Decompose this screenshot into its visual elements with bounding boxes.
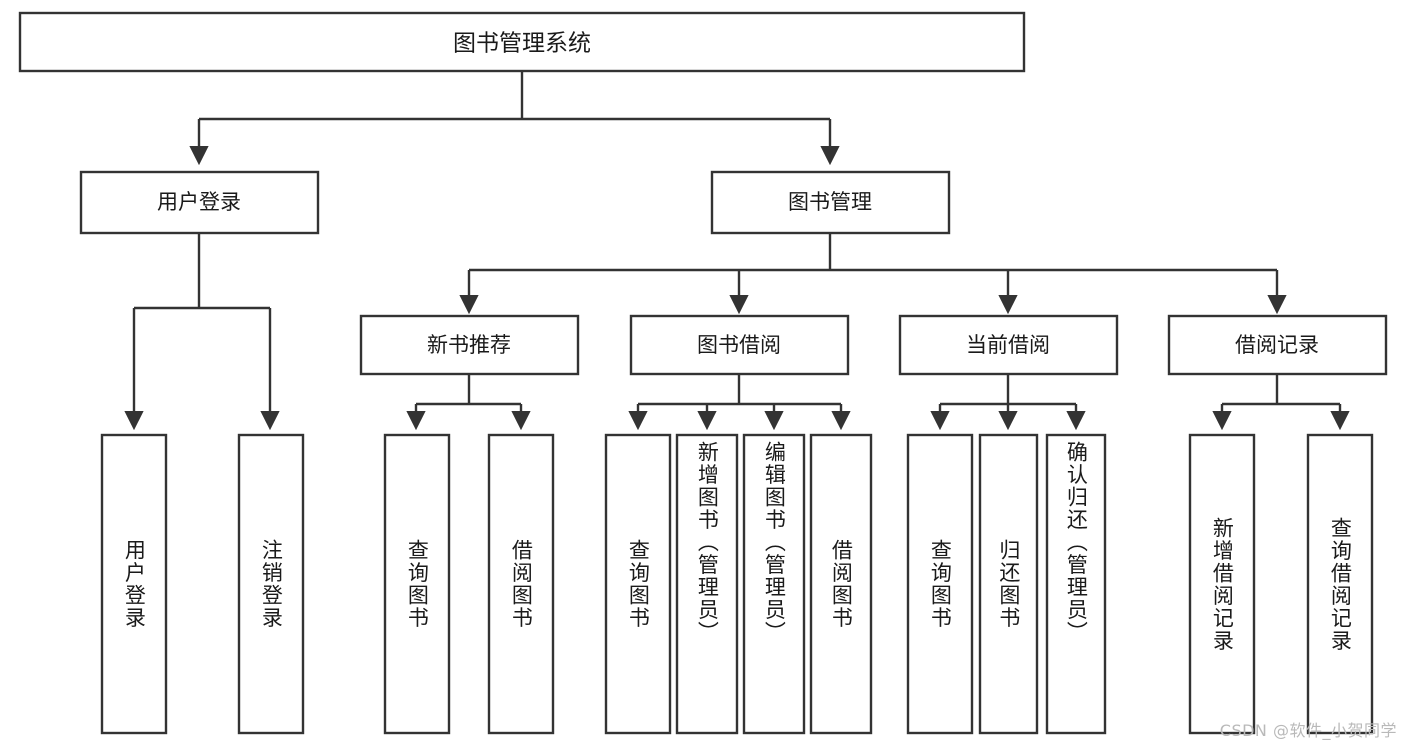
node-current-borrow-box[interactable] (898, 314, 1119, 376)
node-root-box[interactable] (18, 11, 1026, 73)
leaf-box-edit-book[interactable] (742, 433, 806, 735)
node-book-management[interactable]: 图书管理 (710, 170, 951, 235)
leaf-boxes (100, 433, 1374, 735)
leaf-box-query-book-2[interactable] (604, 433, 672, 735)
node-book-management-label: 图书管理 (788, 190, 872, 214)
node-user-login-box[interactable] (79, 170, 320, 235)
node-book-management-box[interactable] (710, 170, 951, 235)
leaf-box-borrow-book-2[interactable] (809, 433, 873, 735)
leaf-box-query-book-3[interactable] (906, 433, 974, 735)
leaf-box-return-book[interactable] (978, 433, 1039, 735)
node-borrow-record-label: 借阅记录 (1235, 333, 1319, 357)
node-borrow-record-box[interactable] (1167, 314, 1388, 376)
connector-group-new-book-recommend (406, 374, 531, 431)
leaf-box-user-login[interactable] (100, 433, 168, 735)
leaf-box-add-record[interactable] (1188, 433, 1256, 735)
leaf-box-borrow-book-1[interactable] (487, 433, 555, 735)
leaf-box-logout-login[interactable] (237, 433, 305, 735)
leaf-box-query-book-1[interactable] (383, 433, 451, 735)
node-book-borrow[interactable]: 图书借阅 (629, 314, 850, 376)
leaf-box-add-book[interactable] (675, 433, 739, 735)
connector-group-book-borrow (628, 374, 851, 431)
node-root[interactable]: 图书管理系统 (18, 11, 1026, 73)
node-current-borrow[interactable]: 当前借阅 (898, 314, 1119, 376)
node-root-label: 图书管理系统 (453, 31, 591, 57)
node-user-login-label: 用户登录 (157, 190, 241, 214)
node-book-borrow-box[interactable] (629, 314, 850, 376)
leaf-box-confirm-return[interactable] (1045, 433, 1107, 735)
node-new-book-recommend[interactable]: 新书推荐 (359, 314, 580, 376)
node-current-borrow-label: 当前借阅 (966, 333, 1050, 357)
connector-group-book-management (459, 233, 1287, 315)
connector-group-current-borrow (930, 374, 1086, 431)
node-new-book-recommend-box[interactable] (359, 314, 580, 376)
node-book-borrow-label: 图书借阅 (697, 333, 781, 357)
node-new-book-recommend-label: 新书推荐 (427, 333, 511, 357)
node-borrow-record[interactable]: 借阅记录 (1167, 314, 1388, 376)
node-user-login[interactable]: 用户登录 (79, 170, 320, 235)
connector-group-borrow-record (1212, 374, 1350, 431)
connector-group-user-login (124, 233, 280, 431)
connector-group-root (189, 72, 840, 166)
leaf-box-query-record[interactable] (1306, 433, 1374, 735)
csdn-watermark: CSDN @软件_小贺同学 (1219, 721, 1397, 740)
